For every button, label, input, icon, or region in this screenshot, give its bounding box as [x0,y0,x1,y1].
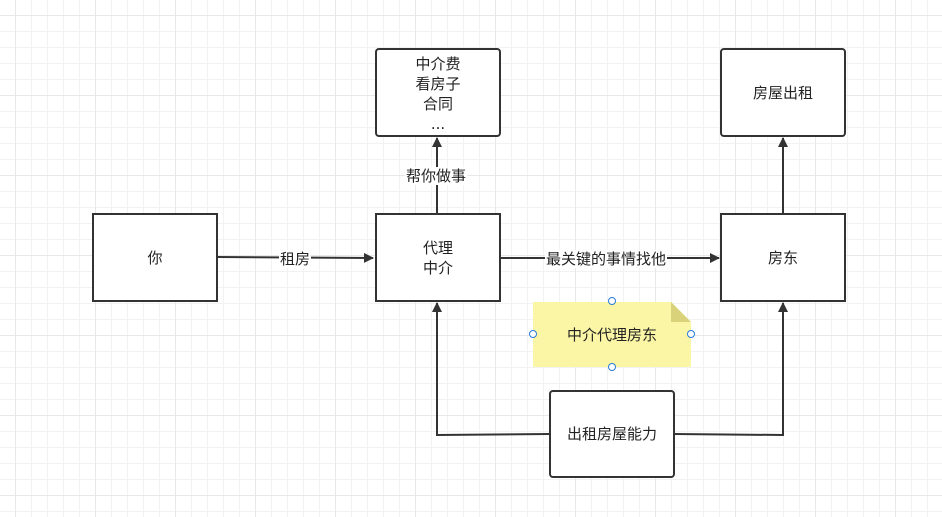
resize-handle-bottom[interactable] [608,363,616,371]
node-agent-tasks[interactable]: 中介费 看房子 合同 ... [375,48,501,137]
node-rent-house[interactable]: 房屋出租 [720,48,846,137]
edge-ability-to-agent[interactable] [432,302,551,437]
edge-label-help-you: 帮你做事 [405,167,468,185]
node-landlord[interactable]: 房东 [720,213,846,302]
resize-handle-left[interactable] [529,330,537,338]
resize-handle-right[interactable] [687,330,695,338]
edge-label-key-thing: 最关键的事情找他 [545,250,668,268]
edge-label-rent: 租房 [279,250,312,268]
node-agent[interactable]: 代理 中介 [375,213,501,302]
resize-handle-top[interactable] [608,297,616,305]
node-you[interactable]: 你 [92,213,218,302]
sticky-note-text: 中介代理房东 [566,326,657,344]
edge-ability-to-landlord[interactable] [673,302,788,437]
sticky-note-shape [533,302,691,367]
node-rent-ability[interactable]: 出租房屋能力 [549,390,675,478]
sticky-note[interactable]: 中介代理房东 [533,302,691,367]
